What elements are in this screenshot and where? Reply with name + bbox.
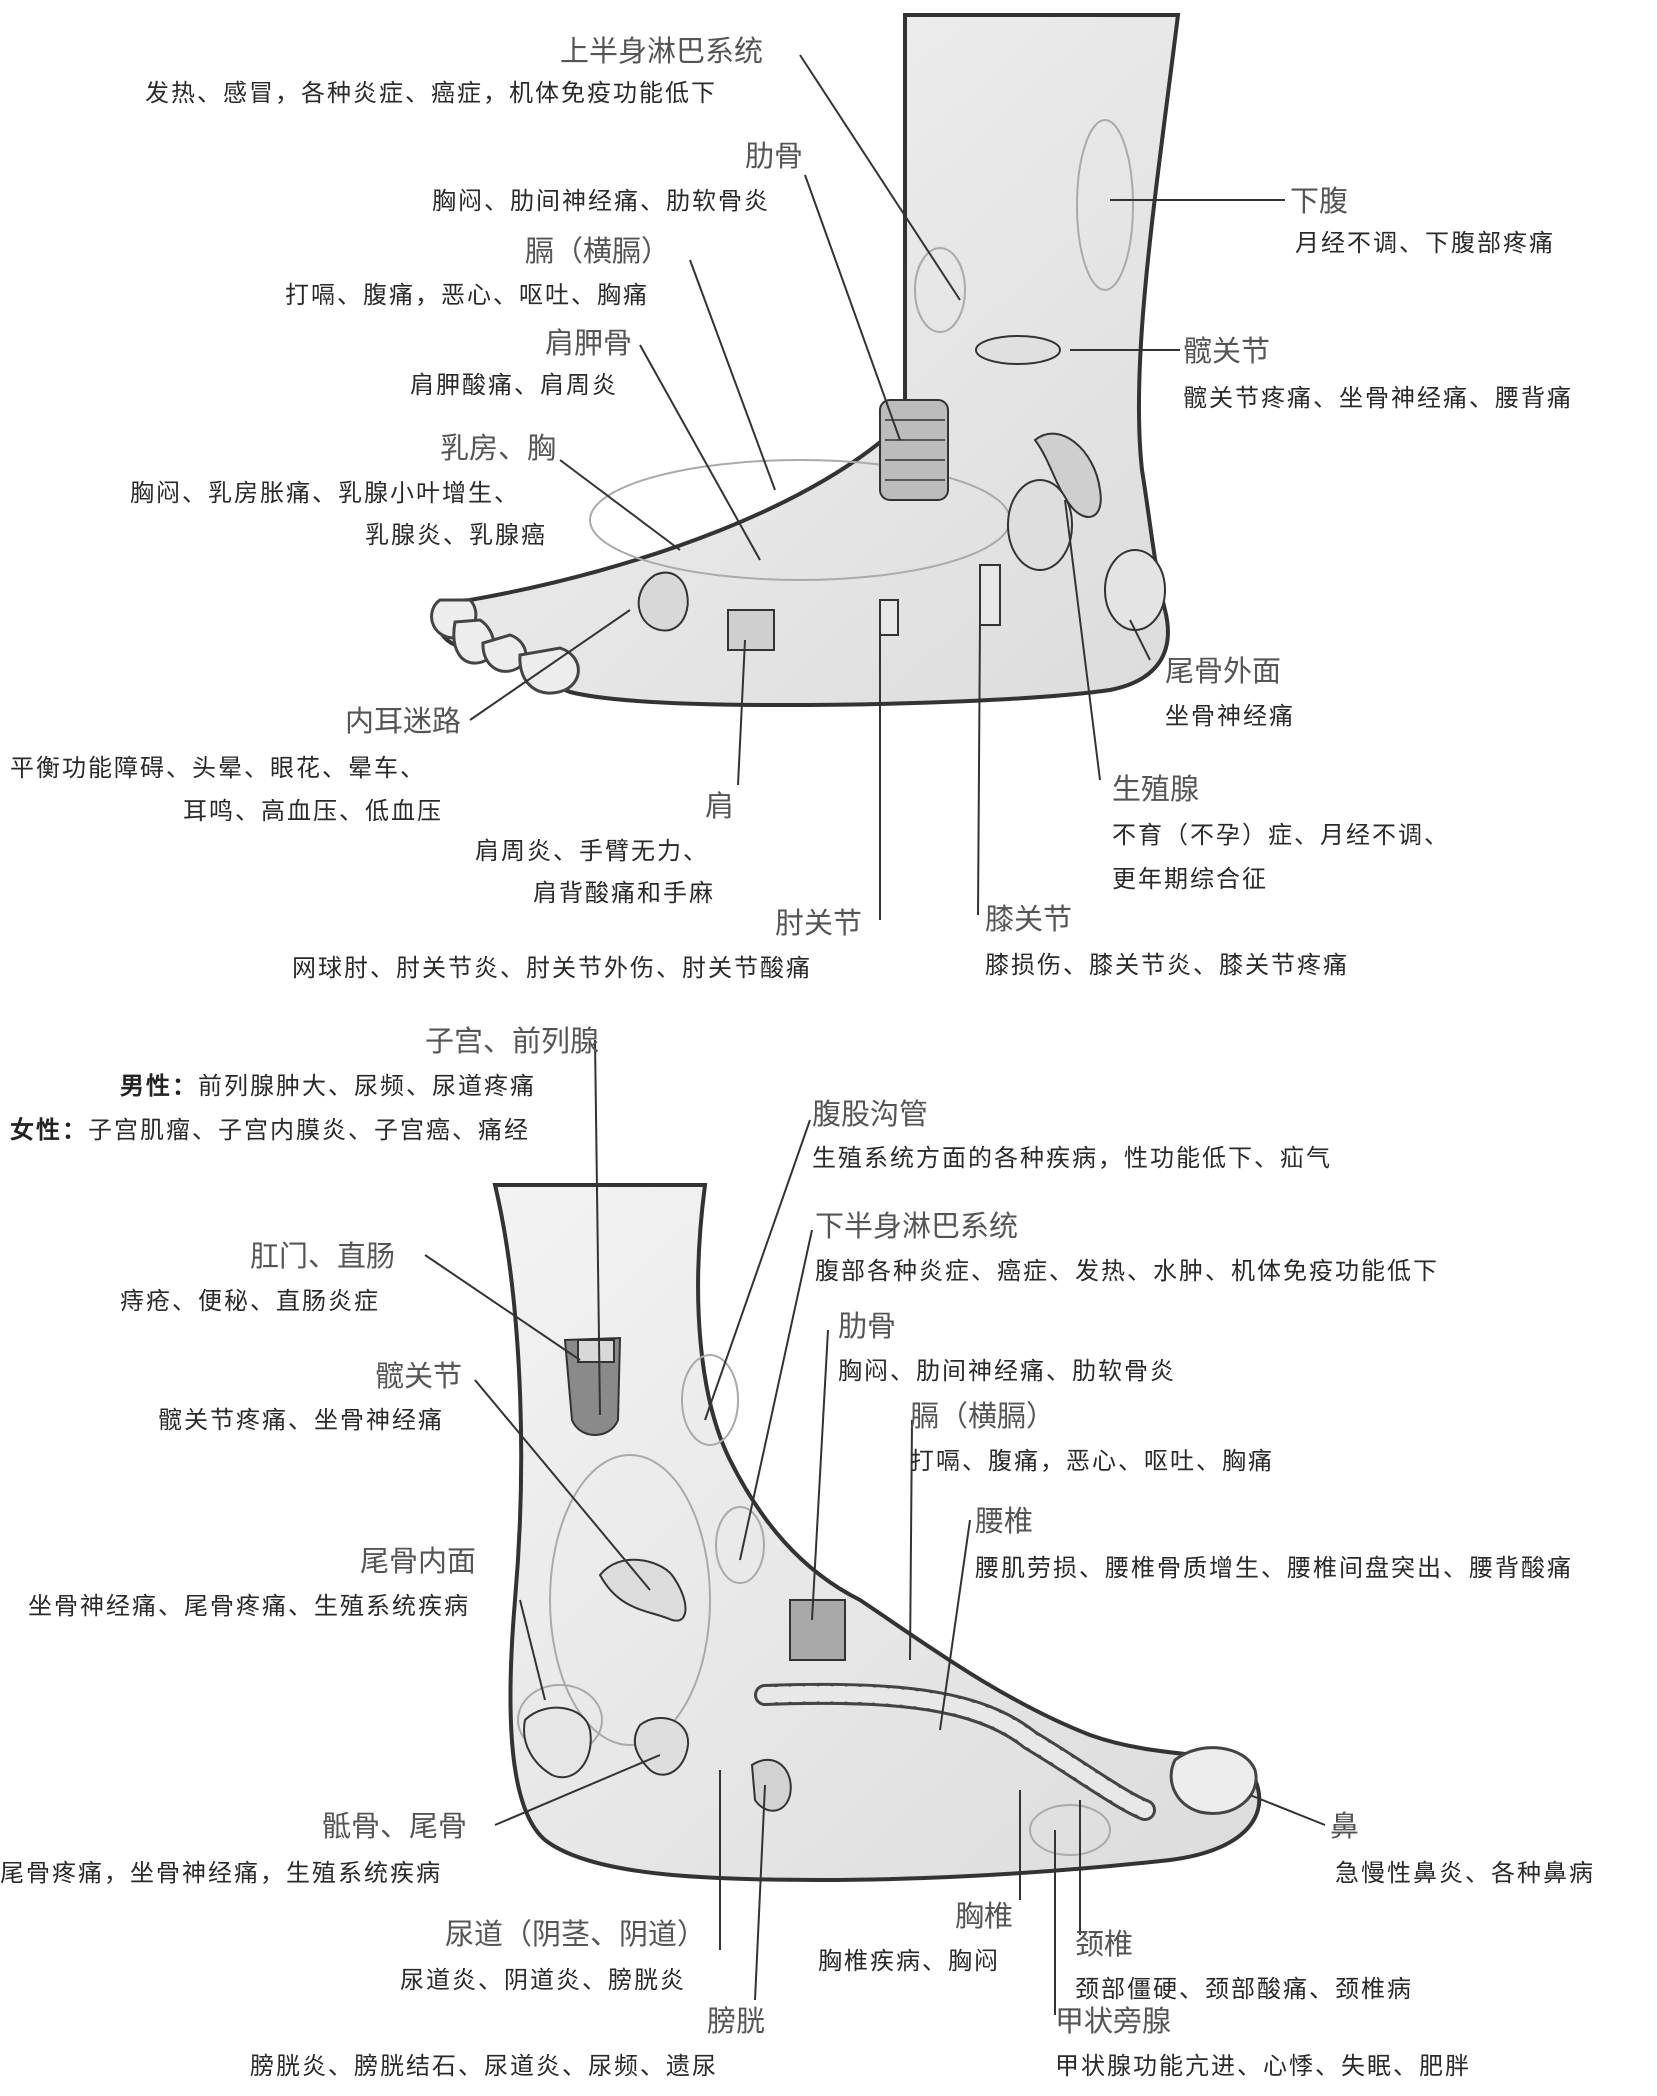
- breast-title: 乳房、胸: [440, 432, 556, 465]
- scapula-title: 肩胛骨: [545, 327, 632, 360]
- inner-ear-title: 内耳迷路: [345, 705, 461, 738]
- gonad-desc-2: 更年期综合征: [1112, 866, 1268, 894]
- shoulder-desc-1: 肩周炎、手臂无力、: [475, 838, 709, 866]
- knee-title: 膝关节: [985, 903, 1072, 936]
- parathyroid-desc: 甲状腺功能亢进、心悸、失眠、肥胖: [1055, 2053, 1471, 2081]
- rib-bottom-title: 肋骨: [838, 1310, 896, 1343]
- lower-abdomen-title: 下腹: [1290, 185, 1348, 218]
- lower-abdomen-desc: 月经不调、下腹部疼痛: [1295, 230, 1555, 258]
- coccyx-outer-title: 尾骨外面: [1165, 655, 1281, 688]
- coccyx-inner-title: 尾骨内面: [360, 1545, 476, 1578]
- breast-desc-2: 乳腺炎、乳腺癌: [365, 522, 547, 550]
- diaphragm-top-title: 膈（横膈）: [525, 235, 670, 268]
- hip-top-title: 髋关节: [1183, 335, 1270, 368]
- elbow-title: 肘关节: [775, 907, 862, 940]
- lower-lymph-desc: 腹部各种炎症、癌症、发热、水肿、机体免疫功能低下: [815, 1258, 1439, 1286]
- inguinal-title: 腹股沟管: [812, 1098, 928, 1131]
- male-desc: 前列腺肿大、尿频、尿道疼痛: [198, 1072, 536, 1100]
- thoracic-desc: 胸椎疾病、胸闷: [818, 1948, 1000, 1976]
- uterus-title: 子宫、前列腺: [425, 1025, 599, 1058]
- gonad-title: 生殖腺: [1112, 773, 1199, 806]
- female-label: 女性：: [10, 1116, 88, 1144]
- coccyx-inner-desc: 坐骨神经痛、尾骨疼痛、生殖系统疾病: [28, 1593, 470, 1621]
- lower-lymph-title: 下半身淋巴系统: [815, 1210, 1018, 1243]
- urethra-title: 尿道（阴茎、阴道）: [445, 1918, 706, 1951]
- knee-desc: 膝损伤、膝关节炎、膝关节疼痛: [985, 952, 1349, 980]
- breast-desc-1: 胸闷、乳房胀痛、乳腺小叶增生、: [130, 480, 520, 508]
- female-desc: 子宫肌瘤、子宫内膜炎、子宫癌、痛经: [88, 1116, 530, 1144]
- gonad-desc-1: 不育（不孕）症、月经不调、: [1112, 822, 1450, 850]
- shoulder-title: 肩: [705, 790, 734, 823]
- nose-desc: 急慢性鼻炎、各种鼻病: [1335, 1860, 1595, 1888]
- coccyx-outer-desc: 坐骨神经痛: [1165, 703, 1295, 731]
- cervical-title: 颈椎: [1075, 1928, 1133, 1961]
- rib-top-title: 肋骨: [745, 140, 803, 173]
- nose-title: 鼻: [1330, 1810, 1359, 1843]
- lumbar-desc: 腰肌劳损、腰椎骨质增生、腰椎间盘突出、腰背酸痛: [975, 1555, 1573, 1583]
- lumbar-title: 腰椎: [975, 1505, 1033, 1538]
- diaphragm-bottom-title: 膈（横膈）: [910, 1400, 1055, 1433]
- elbow-desc: 网球肘、肘关节炎、肘关节外伤、肘关节酸痛: [292, 955, 812, 983]
- cervical-desc: 颈部僵硬、颈部酸痛、颈椎病: [1075, 1976, 1413, 2004]
- parathyroid-title: 甲状旁腺: [1055, 2005, 1171, 2038]
- diaphragm-bottom-desc: 打嗝、腹痛，恶心、呕吐、胸痛: [910, 1448, 1274, 1476]
- outer-foot-illustration: [432, 15, 1178, 705]
- upper-lymph-desc: 发热、感冒，各种炎症、癌症，机体免疫功能低下: [145, 80, 717, 108]
- inner-ear-desc-2: 耳鸣、高血压、低血压: [183, 798, 443, 826]
- diaphragm-top-desc: 打嗝、腹痛，恶心、呕吐、胸痛: [285, 282, 649, 310]
- thoracic-title: 胸椎: [955, 1900, 1013, 1933]
- rib-bottom-desc: 胸闷、肋间神经痛、肋软骨炎: [838, 1358, 1176, 1386]
- upper-lymph-title: 上半身淋巴系统: [560, 35, 763, 68]
- male-label: 男性：: [120, 1072, 198, 1100]
- scapula-desc: 肩胛酸痛、肩周炎: [410, 372, 618, 400]
- sacrum-desc: 尾骨疼痛，坐骨神经痛，生殖系统疾病: [0, 1860, 442, 1888]
- inguinal-desc: 生殖系统方面的各种疾病，性功能低下、疝气: [812, 1145, 1332, 1173]
- anus-title: 肛门、直肠: [250, 1240, 395, 1273]
- inner-ear-desc-1: 平衡功能障碍、头晕、眼花、晕车、: [10, 755, 426, 783]
- sacrum-title: 骶骨、尾骨: [322, 1810, 467, 1843]
- bladder-title: 膀胱: [707, 2005, 765, 2038]
- bladder-desc: 膀胱炎、膀胱结石、尿道炎、尿频、遗尿: [250, 2053, 718, 2081]
- rib-top-desc: 胸闷、肋间神经痛、肋软骨炎: [432, 188, 770, 216]
- anus-desc: 痔疮、便秘、直肠炎症: [120, 1288, 380, 1316]
- shoulder-desc-2: 肩背酸痛和手麻: [533, 880, 715, 908]
- uterus-female: 女性：子宫肌瘤、子宫内膜炎、子宫癌、痛经: [10, 1117, 530, 1145]
- hip-bottom-title: 髋关节: [375, 1360, 462, 1393]
- urethra-desc: 尿道炎、阴道炎、膀胱炎: [400, 1967, 686, 1995]
- hip-top-desc: 髋关节疼痛、坐骨神经痛、腰背痛: [1183, 385, 1573, 413]
- uterus-male: 男性：前列腺肿大、尿频、尿道疼痛: [120, 1073, 536, 1101]
- hip-bottom-desc: 髋关节疼痛、坐骨神经痛: [158, 1407, 444, 1435]
